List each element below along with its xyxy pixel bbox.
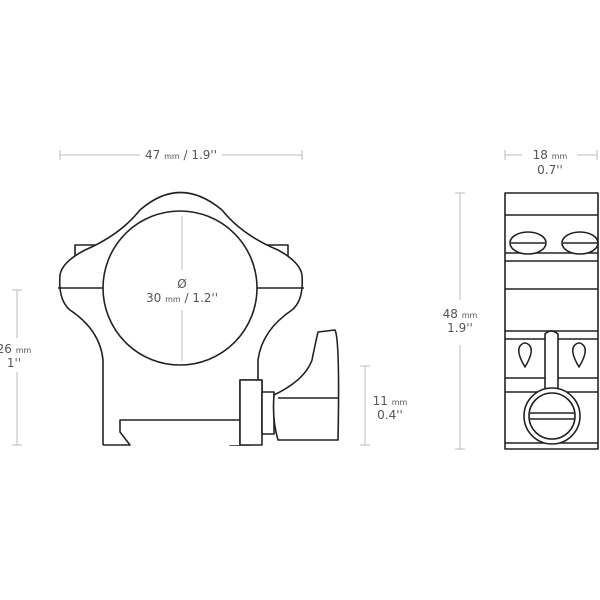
depth-label: 18 mm <box>533 148 568 162</box>
lever-height-label: 11 mm <box>373 394 408 408</box>
ring-height-imperial: 1'' <box>7 356 21 370</box>
total-height-imperial: 1.9'' <box>447 321 473 335</box>
diameter-label: 30 mm / 1.2'' <box>146 291 218 305</box>
lever-strap <box>544 330 559 395</box>
front-view <box>58 191 340 446</box>
clamp-plate <box>239 379 263 446</box>
width-label: 47 mm / 1.9'' <box>145 148 217 162</box>
ring-height-label: 26 mm <box>0 342 32 356</box>
diameter-symbol: Ø <box>177 277 186 291</box>
lever-height-imperial: 0.4'' <box>377 408 403 422</box>
rail-foot <box>103 419 241 446</box>
notch-right <box>572 342 586 368</box>
total-height-label: 48 mm <box>443 307 478 321</box>
depth-imperial: 0.7'' <box>537 163 563 177</box>
side-view <box>504 192 599 450</box>
lever-shaft <box>261 391 275 435</box>
scope-bore <box>102 210 258 366</box>
quick-release-lever <box>272 329 340 441</box>
notch-left <box>518 342 532 368</box>
